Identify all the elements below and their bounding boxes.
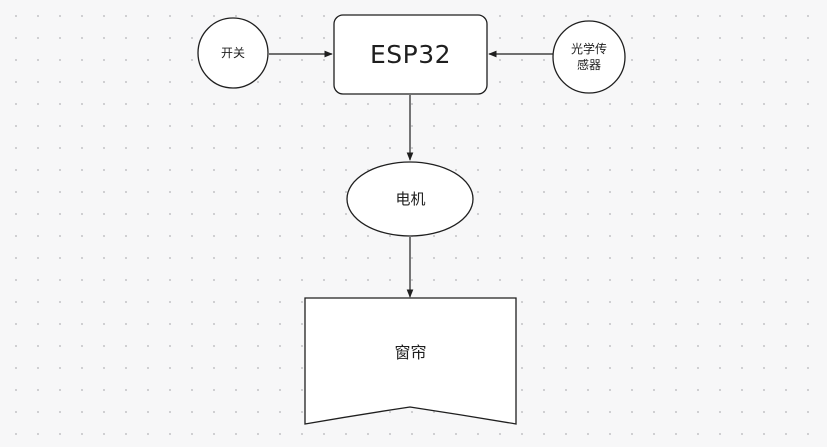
- node-switch-label: 开关: [220, 45, 245, 60]
- node-esp32[interactable]: [333, 14, 488, 95]
- node-light-sensor-label: 光学传 感器: [570, 41, 607, 72]
- node-motor[interactable]: [346, 161, 474, 237]
- node-switch[interactable]: [197, 17, 269, 89]
- node-light-sensor[interactable]: [552, 20, 626, 94]
- node-esp32-label: ESP32: [369, 39, 452, 69]
- node-curtain-label: 窗帘: [394, 343, 427, 363]
- node-motor-label: 电机: [395, 189, 426, 208]
- node-curtain[interactable]: [304, 297, 517, 425]
